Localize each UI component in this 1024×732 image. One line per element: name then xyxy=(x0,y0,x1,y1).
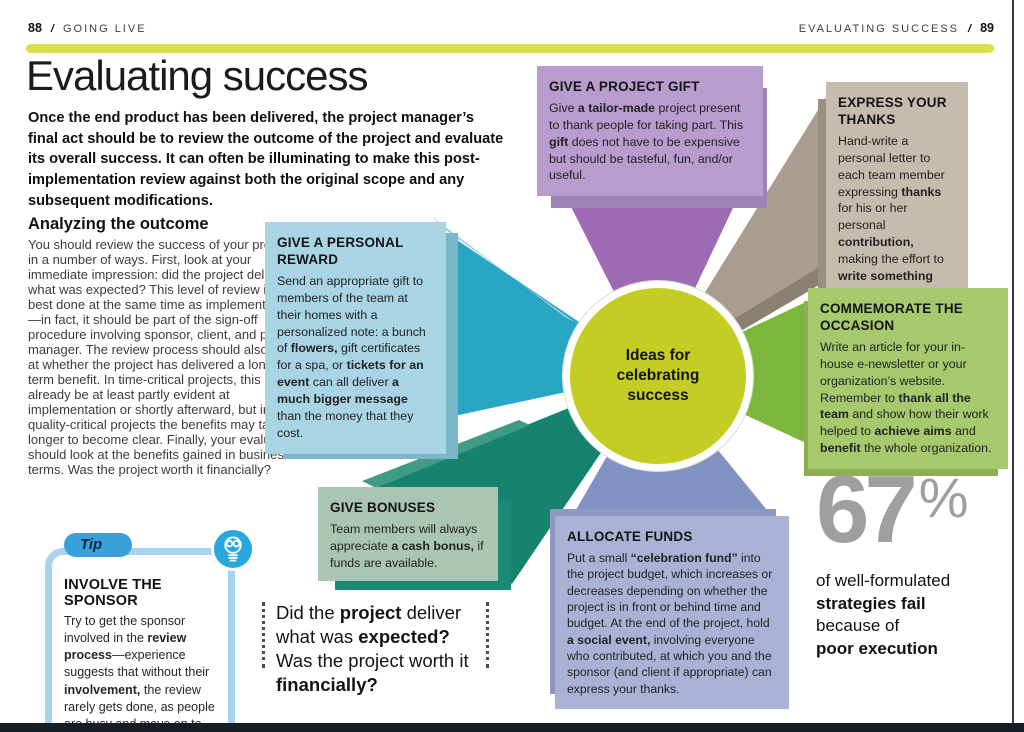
page-footer-bar xyxy=(0,723,1024,732)
pull-quote: Did the project deliver what was expecte… xyxy=(276,602,469,696)
tip-label: Tip xyxy=(64,533,133,557)
idea-body: Hand-write a personal letter to each tea… xyxy=(838,134,945,317)
chapter-name: GOING LIVE xyxy=(62,23,147,35)
page-number-left: 88 xyxy=(28,21,42,35)
idea-body: Send an appropriate gift to members of t… xyxy=(277,274,426,440)
lightbulb-icon xyxy=(211,527,255,571)
idea-box-express-thanks: EXPRESS YOUR THANKS Hand-write a persona… xyxy=(826,82,968,331)
idea-heading: COMMEMORATE THE OCCASION xyxy=(820,301,963,333)
idea-heading: ALLOCATE FUNDS xyxy=(567,529,693,544)
quote-dotted-rule-left xyxy=(262,602,265,668)
diagram-center-label: Ideas for celebrating success xyxy=(616,346,700,405)
analyzing-body: You should review the success of your pr… xyxy=(28,237,299,477)
tip-body: Try to get the sponsor involved in the r… xyxy=(64,614,215,731)
idea-box-project-gift: GIVE A PROJECT GIFT Give a tailor-made p… xyxy=(537,66,763,197)
idea-box-commemorate: COMMEMORATE THE OCCASION Write an articl… xyxy=(808,288,1008,470)
page-edge-right xyxy=(1012,0,1014,732)
idea-body: Team members will always appreciate a ca… xyxy=(330,522,484,570)
statistic-number: 67 % xyxy=(816,462,1016,558)
tip-heading: INVOLVE THE SPONSOR xyxy=(64,577,162,609)
quote-dotted-rule-right xyxy=(486,602,489,668)
page-header-right: EVALUATING SUCCESS / 89 xyxy=(799,21,994,35)
page-title: Evaluating success xyxy=(26,52,369,99)
page-number-right: 89 xyxy=(980,21,994,35)
idea-body: Put a small “celebration fund” into the … xyxy=(567,551,773,696)
idea-box-give-bonuses: GIVE BONUSES Team members will always ap… xyxy=(318,487,498,581)
idea-heading: GIVE A PERSONAL REWARD xyxy=(277,235,404,267)
intro-paragraph: Once the end product has been delivered,… xyxy=(28,110,504,209)
tip-box: Tip INVOLVE THE SPONSOR Try to get the s… xyxy=(45,527,255,732)
idea-body: Give a tailor-made project present to th… xyxy=(549,101,744,183)
diagram-center-circle: Ideas for celebrating success xyxy=(563,281,753,471)
idea-box-allocate-funds: ALLOCATE FUNDS Put a small “celebration … xyxy=(555,516,789,710)
idea-heading: EXPRESS YOUR THANKS xyxy=(838,95,947,127)
idea-heading: GIVE BONUSES xyxy=(330,500,436,515)
page-header-left: 88 / GOING LIVE xyxy=(28,21,147,35)
wedge-personal-reward-highlight xyxy=(431,216,575,322)
idea-body: Write an article for your in-house e-new… xyxy=(820,340,992,456)
header-slash: / xyxy=(50,23,54,35)
header-slash: / xyxy=(968,23,972,35)
percent-sign: % xyxy=(918,466,969,529)
accent-bar xyxy=(26,44,994,53)
section-name: EVALUATING SUCCESS xyxy=(798,23,960,35)
analyzing-heading: Analyzing the outcome xyxy=(28,215,209,233)
idea-heading: GIVE A PROJECT GIFT xyxy=(549,79,700,94)
statistic-value: 67 xyxy=(816,456,918,563)
idea-box-personal-reward: GIVE A PERSONAL REWARD Send an appropria… xyxy=(265,222,446,454)
